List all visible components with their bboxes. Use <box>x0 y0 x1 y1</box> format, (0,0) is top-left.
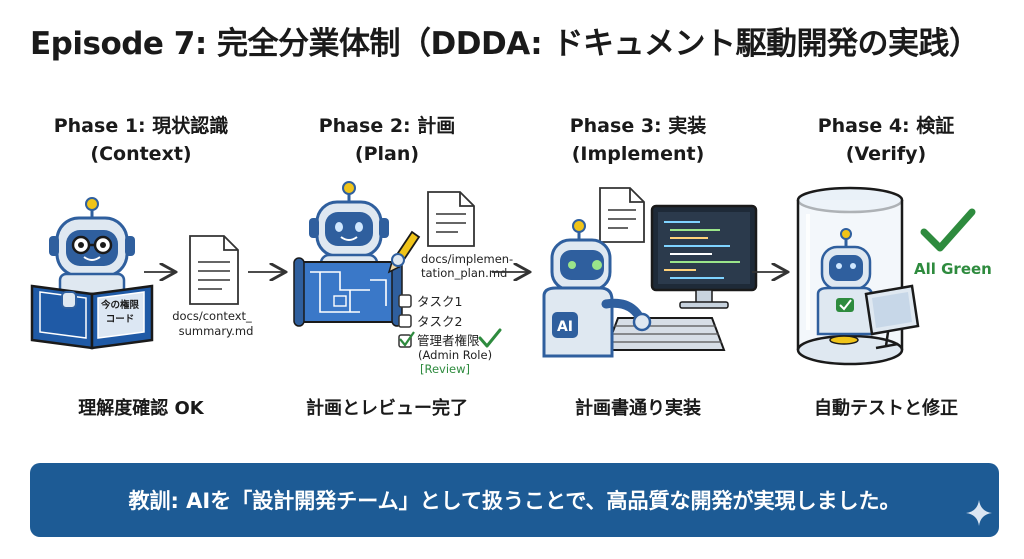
plan-doc-label-1: docs/implemen- <box>421 252 513 266</box>
task-3-label: 管理者権限 <box>417 333 480 348</box>
all-green-check-icon <box>920 208 976 252</box>
task-1-label: タスク1 <box>417 294 462 309</box>
plan-doc-label-2: tation_plan.md <box>421 266 507 280</box>
phase-4-name: Phase 4: 検証 <box>817 115 955 137</box>
phase-4-sub: (Verify) <box>845 143 927 165</box>
task-3-sub: (Admin Role) <box>418 348 492 362</box>
plan-document-icon <box>427 191 475 247</box>
document-icon <box>599 187 645 243</box>
phase-1-sub: (Context) <box>90 143 192 165</box>
phase-3-name: Phase 3: 実装 <box>569 115 707 137</box>
book-icon: 今の権限 コード <box>30 284 154 350</box>
monitor-icon <box>650 204 758 309</box>
lesson-text: 教訓: AIを「設計開発チーム」として扱うことで、高品質な開発が実現しました。 <box>128 489 901 513</box>
context-doc-label-1: docs/context_ <box>172 309 252 323</box>
task-2-label: タスク2 <box>417 314 462 329</box>
lesson-banner: 教訓: AIを「設計開発チーム」として扱うことで、高品質な開発が実現しました。 <box>30 463 999 537</box>
phase-4-header: Phase 4: 検証 (Verify) <box>776 112 996 168</box>
phase-3-header: Phase 3: 実装 (Implement) <box>528 112 748 168</box>
phase-1-result: 理解度確認 OK <box>78 398 204 419</box>
task-3-review: [Review] <box>420 362 470 376</box>
phase-1-header: Phase 1: 現状認識 (Context) <box>31 112 251 168</box>
workflow-diagram: 今の権限 コード docs/context_ summary.md <box>30 181 976 376</box>
task-3-checkbox-icon <box>398 334 412 348</box>
keyboard-icon <box>604 317 726 351</box>
phase-2-sub: (Plan) <box>354 143 420 165</box>
task-2-checkbox-icon <box>398 314 412 328</box>
phase-3-robot-icon: AI <box>542 219 652 358</box>
book-text-1: 今の権限 <box>100 299 140 311</box>
all-green-label: All Green <box>914 260 992 278</box>
context-doc-label-2: summary.md <box>179 324 254 338</box>
test-monitor-icon <box>864 284 920 350</box>
blueprint-icon <box>293 257 403 327</box>
phase-3-result: 計画書通り実装 <box>575 398 701 419</box>
phase-3-sub: (Implement) <box>571 143 705 165</box>
phase-2-result: 計画とレビュー完了 <box>306 398 468 419</box>
page-title: Episode 7: 完全分業体制（DDDA: ドキュメント駆動開発の実践） <box>30 26 980 62</box>
phase-4-robot-icon <box>816 228 874 345</box>
review-check-icon <box>478 328 502 348</box>
sparkle-icon <box>966 500 992 526</box>
phase-1-robot-icon <box>49 197 135 296</box>
phase-1-name: Phase 1: 現状認識 <box>53 115 229 137</box>
book-text-2: コード <box>106 314 135 325</box>
ai-badge: AI <box>557 319 573 335</box>
pencil-icon <box>387 230 421 274</box>
phase-2-header: Phase 2: 計画 (Plan) <box>277 112 497 168</box>
phase-4-result: 自動テストと修正 <box>814 398 958 419</box>
task-1-checkbox-icon <box>398 294 412 308</box>
phase-2-name: Phase 2: 計画 <box>318 115 456 137</box>
task-3-check-icon <box>399 331 415 347</box>
context-document-icon <box>189 235 239 305</box>
